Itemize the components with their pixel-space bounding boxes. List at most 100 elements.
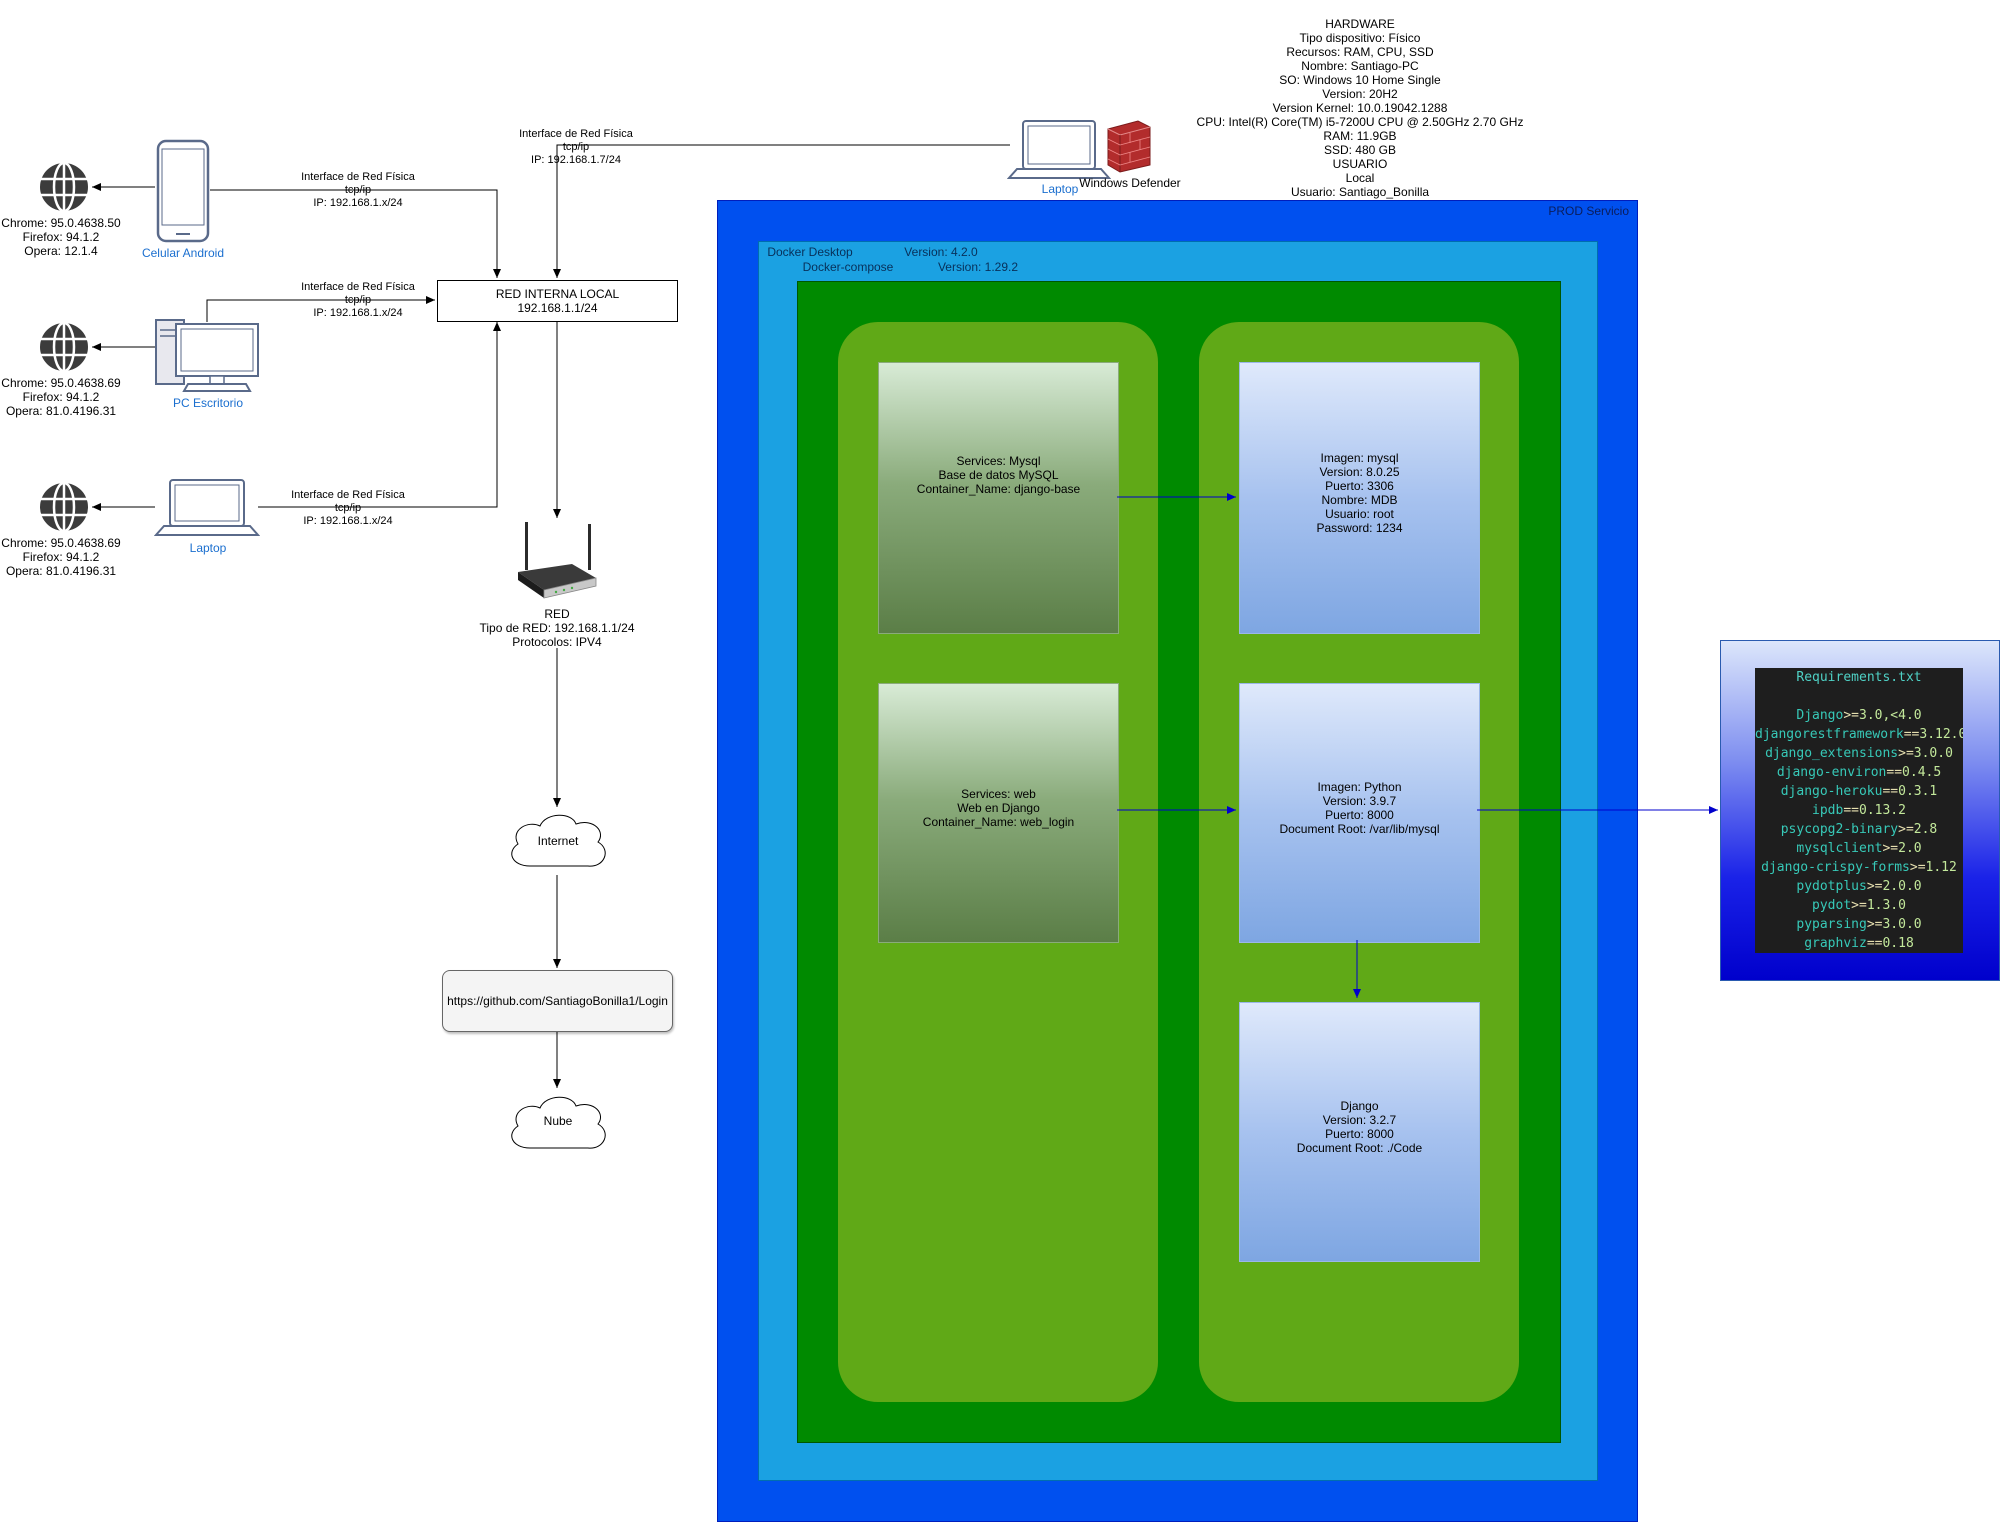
- requirement-line: Django>=3.0,<4.0: [1755, 706, 1963, 725]
- requirement-line: graphviz==0.18: [1755, 934, 1963, 953]
- host-iface-label: Interface de Red Física tcp/ip IP: 192.1…: [519, 128, 633, 166]
- smartphone-icon[interactable]: [156, 139, 210, 243]
- requirement-package: djangorestframework: [1755, 727, 1904, 742]
- lan-label: RED INTERNA LOCAL 192.168.1.1/24: [495, 287, 620, 315]
- android-label: Celular Android: [141, 246, 225, 260]
- requirement-operator: >=: [1851, 898, 1867, 913]
- host-laptop-icon[interactable]: [1006, 118, 1112, 182]
- image-python-text: Imagen: Python Version: 3.9.7 Puerto: 80…: [1279, 780, 1440, 836]
- requirement-operator: >=: [1843, 708, 1859, 723]
- pc-browsers: Chrome: 95.0.4638.69 Firefox: 94.1.2 Ope…: [1, 376, 121, 418]
- requirement-line: ipdb==0.13.2: [1755, 801, 1963, 820]
- pc-label: PC Escritorio: [172, 396, 243, 410]
- requirement-version: 0.18: [1882, 936, 1914, 951]
- service-web[interactable]: Services: web Web en Django Container_Na…: [878, 683, 1119, 943]
- hardware-line: SO: Windows 10 Home Single: [1279, 73, 1441, 87]
- requirement-operator: ==: [1882, 784, 1899, 799]
- requirement-package: psycopg2-binary: [1780, 822, 1899, 837]
- docker-compose-label: Docker-compose: [802, 260, 894, 274]
- github-repo-link[interactable]: https://github.com/SantiagoBonilla1/Logi…: [447, 994, 668, 1008]
- docker-desktop-container[interactable]: Docker Desktop Version: 4.2.0 Docker-com…: [758, 241, 1598, 1481]
- images-group: Imagen: mysql Version: 8.0.25 Puerto: 33…: [1199, 322, 1519, 1402]
- requirement-line: pydot>=1.3.0: [1755, 896, 1963, 915]
- requirement-version: 3.0.0: [1913, 746, 1953, 761]
- hardware-line: Version: 20H2: [1322, 87, 1398, 101]
- requirement-operator: >=: [1898, 746, 1914, 761]
- requirement-operator: ==: [1866, 936, 1883, 951]
- service-mysql[interactable]: Services: Mysql Base de datos MySQL Cont…: [878, 362, 1119, 634]
- prod-container[interactable]: PROD Servicio Docker Desktop Version: 4.…: [717, 200, 1638, 1522]
- requirement-line: django-environ==0.4.5: [1755, 763, 1963, 782]
- requirement-version: 0.13.2: [1859, 803, 1906, 818]
- laptop-to-lan-connector: [258, 322, 501, 508]
- hardware-line: HARDWARE: [1325, 17, 1395, 31]
- hardware-line: Nombre: Santiago-PC: [1301, 59, 1419, 73]
- requirement-line: psycopg2-binary>=2.8: [1755, 820, 1963, 839]
- lan-node[interactable]: RED INTERNA LOCAL 192.168.1.1/24: [437, 280, 678, 322]
- requirement-version: 0.4.5: [1902, 765, 1942, 780]
- firewall-icon: [1106, 119, 1152, 173]
- hardware-line: Version Kernel: 10.0.19042.1288: [1272, 101, 1448, 115]
- laptop-browsers: Chrome: 95.0.4638.69 Firefox: 94.1.2 Ope…: [1, 536, 121, 578]
- globe-icon: [38, 161, 90, 213]
- requirement-operator: ==: [1843, 803, 1859, 818]
- hardware-line: Usuario: Santiago_Bonilla: [1290, 185, 1430, 199]
- globe-icon: [38, 321, 90, 373]
- requirement-operator: >=: [1882, 841, 1899, 856]
- requirement-package: django_extensions: [1765, 746, 1899, 761]
- requirement-version: 1.12: [1925, 860, 1957, 875]
- router-label: RED Tipo de RED: 192.168.1.1/24 Protocol…: [479, 607, 635, 649]
- requirement-line: mysqlclient>=2.0: [1755, 839, 1963, 858]
- requirement-version: 2.0.0: [1882, 879, 1922, 894]
- desktop-pc-icon[interactable]: [154, 318, 260, 393]
- requirement-line: djangorestframework==3.12.0: [1755, 725, 1963, 744]
- hardware-line: Local: [1345, 171, 1375, 185]
- requirement-version: 3.12.0: [1919, 727, 1963, 742]
- requirement-version: 1.3.0: [1866, 898, 1906, 913]
- laptop-label: Laptop: [189, 541, 227, 555]
- image-mysql[interactable]: Imagen: mysql Version: 8.0.25 Puerto: 33…: [1239, 362, 1480, 634]
- hardware-line: SSD: 480 GB: [1323, 143, 1397, 157]
- requirement-version: 3.0,<4.0: [1859, 708, 1922, 723]
- requirement-package: pydot: [1812, 898, 1852, 913]
- docker-desktop-version: Version: 4.2.0: [904, 245, 978, 259]
- nube-label: Nube: [543, 1114, 573, 1128]
- requirement-version: 2.0: [1898, 841, 1922, 856]
- host-laptop-label: Laptop: [1041, 182, 1079, 196]
- requirement-package: graphviz: [1804, 936, 1867, 951]
- requirement-package: pyparsing: [1796, 917, 1867, 932]
- requirement-version: 3.0.0: [1882, 917, 1922, 932]
- pc-iface-label: Interface de Red Física tcp/ip IP: 192.1…: [301, 281, 415, 319]
- requirement-line: django_extensions>=3.0.0: [1755, 744, 1963, 763]
- cloud-icon[interactable]: [502, 1090, 614, 1158]
- docker-compose-version: Version: 1.29.2: [937, 260, 1019, 274]
- requirement-package: pydotplus: [1796, 879, 1867, 894]
- docker-compose-container[interactable]: Docker-compose Version: 1.29.2 Services:…: [797, 260, 1561, 1443]
- github-repo-node[interactable]: https://github.com/SantiagoBonilla1/Logi…: [442, 970, 673, 1032]
- hardware-line: Recursos: RAM, CPU, SSD: [1286, 45, 1434, 59]
- service-mysql-text: Services: Mysql Base de datos MySQL Cont…: [916, 454, 1081, 496]
- android-to-lan-connector: [210, 189, 501, 278]
- router-icon[interactable]: [514, 520, 600, 602]
- cloud-icon[interactable]: [502, 808, 614, 876]
- internet-label: Internet: [537, 834, 579, 848]
- firewall-label: Windows Defender: [1079, 176, 1181, 190]
- requirement-operator: >=: [1866, 917, 1883, 932]
- requirement-version: 0.3.1: [1898, 784, 1938, 799]
- requirement-package: Django: [1796, 708, 1844, 723]
- requirement-package: mysqlclient: [1796, 841, 1883, 856]
- service-web-text: Services: web Web en Django Container_Na…: [922, 787, 1075, 829]
- image-mysql-text: Imagen: mysql Version: 8.0.25 Puerto: 33…: [1316, 451, 1403, 535]
- image-python[interactable]: Imagen: Python Version: 3.9.7 Puerto: 80…: [1239, 683, 1480, 943]
- requirement-operator: >=: [1898, 822, 1914, 837]
- laptop-icon[interactable]: [153, 478, 261, 538]
- host-laptop-to-lan-connector: [553, 144, 1010, 278]
- requirement-line: django-crispy-forms>=1.12: [1755, 858, 1963, 877]
- image-django[interactable]: Django Version: 3.2.7 Puerto: 8000 Docum…: [1239, 1002, 1480, 1262]
- requirements-title: Requirements.txt: [1796, 670, 1922, 685]
- requirement-line: pyparsing>=3.0.0: [1755, 915, 1963, 934]
